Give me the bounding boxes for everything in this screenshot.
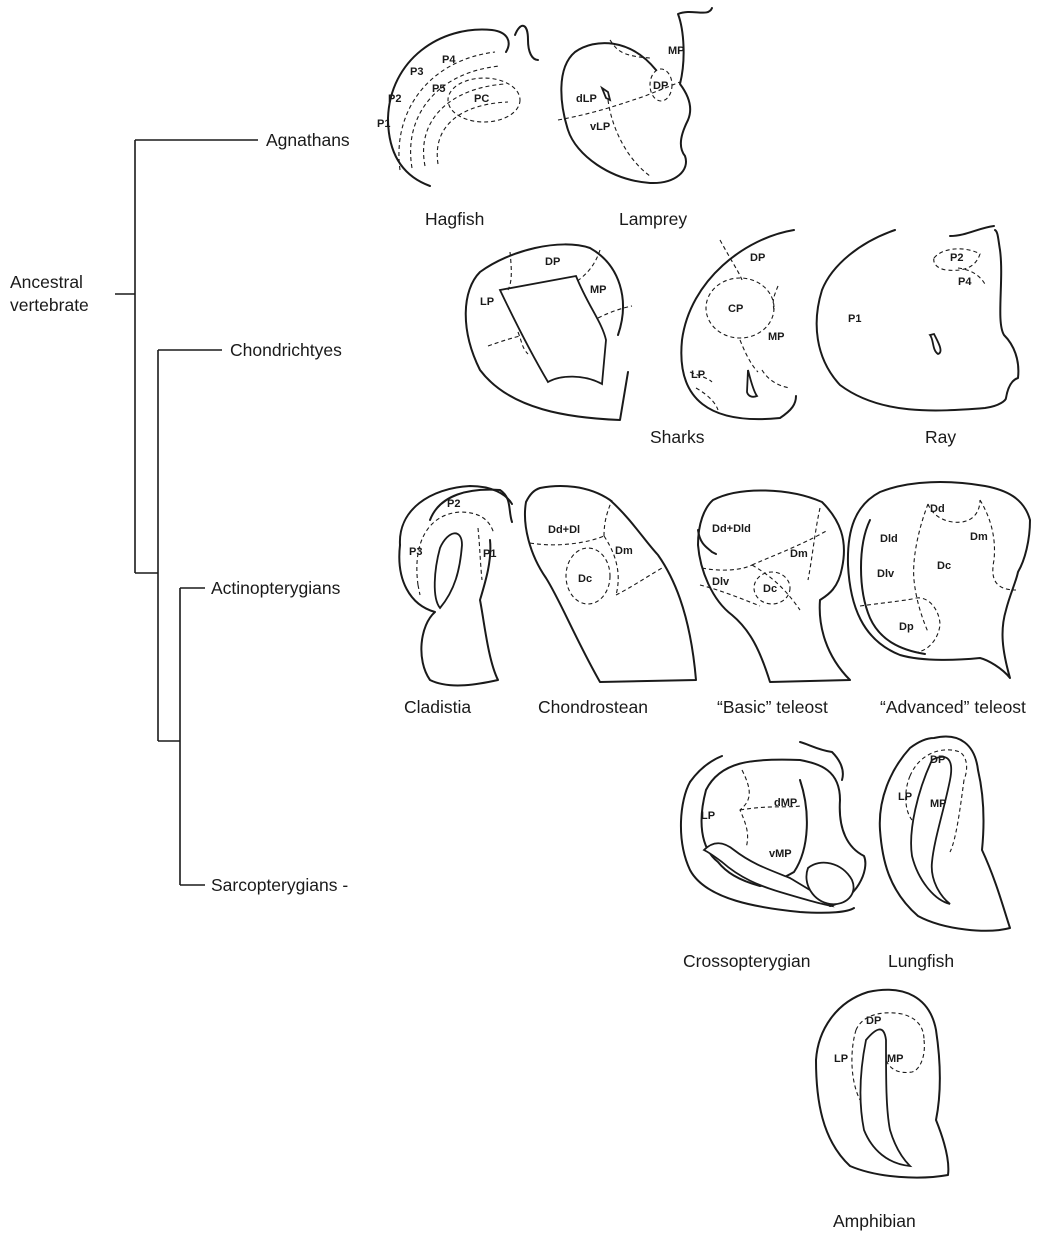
chondrostean-label-dm: Dm: [615, 545, 633, 557]
basic-teleost-label-dm: Dm: [790, 548, 808, 560]
shark1-label-mp: MP: [590, 284, 607, 296]
shark1-label-lp: LP: [480, 296, 494, 308]
basic-teleost-section: Dd+Dld Dm Dlv Dc “Basic” teleost: [698, 490, 850, 717]
caption-crossopterygian: Crossopterygian: [683, 951, 810, 971]
cladistia-section: P2 P3 P1 Cladistia: [399, 486, 512, 717]
cladistia-label-p3: P3: [409, 546, 422, 558]
hagfish-section: P1 P2 P3 P4 P5 PC Hagfish: [377, 26, 538, 229]
root-label-line1: Ancestral: [10, 272, 83, 292]
lungfish-section: DP LP MP Lungfish: [880, 737, 1010, 971]
shark-section-2: DP CP MP LP Sharks: [650, 230, 796, 447]
shark1-label-dp: DP: [545, 256, 560, 268]
crossopterygian-label-dmp: dMP: [774, 797, 797, 809]
root-label-line2: vertebrate: [10, 295, 89, 315]
amphibian-label-mp: MP: [887, 1053, 904, 1065]
shark-section-1: DP LP MP: [466, 244, 632, 420]
clade-label-agnathans: Agnathans: [266, 130, 350, 150]
lamprey-label-mp: MP: [668, 45, 685, 57]
cladistia-label-p2: P2: [447, 498, 460, 510]
ray-label-p4: P4: [958, 276, 972, 288]
advanced-teleost-label-dlv: Dlv: [877, 568, 895, 580]
hagfish-label-p3: P3: [410, 66, 423, 78]
crossopterygian-section: LP dMP vMP Crossopterygian: [681, 742, 865, 971]
caption-lamprey: Lamprey: [619, 209, 687, 229]
lamprey-section: dLP vLP DP MP Lamprey: [558, 8, 712, 229]
hagfish-label-p1: P1: [377, 118, 390, 130]
clade-label-actinopterygians: Actinopterygians: [211, 578, 341, 598]
lamprey-label-vlp: vLP: [590, 121, 610, 133]
caption-chondrostean: Chondrostean: [538, 697, 648, 717]
caption-hagfish: Hagfish: [425, 209, 484, 229]
caption-lungfish: Lungfish: [888, 951, 954, 971]
lungfish-label-dp: DP: [930, 754, 945, 766]
cladistia-label-p1: P1: [483, 548, 496, 560]
chondrostean-label-dc: Dc: [578, 573, 592, 585]
advanced-teleost-label-dp: Dp: [899, 621, 914, 633]
lungfish-label-mp: MP: [930, 798, 947, 810]
advanced-teleost-label-dd: Dd: [930, 503, 945, 515]
hagfish-label-p5: P5: [432, 83, 445, 95]
chondrostean-label-dddl: Dd+Dl: [548, 524, 580, 536]
shark2-label-cp: CP: [728, 303, 743, 315]
chondrostean-section: Dd+Dl Dm Dc Chondrostean: [525, 486, 696, 717]
crossopterygian-label-vmp: vMP: [769, 848, 792, 860]
caption-amphibian: Amphibian: [833, 1211, 916, 1231]
hagfish-label-p4: P4: [442, 54, 456, 66]
caption-sharks: Sharks: [650, 427, 705, 447]
basic-teleost-label-dc: Dc: [763, 583, 777, 595]
basic-teleost-label-dddld: Dd+Dld: [712, 523, 751, 535]
phylogenetic-tree: [115, 140, 258, 885]
amphibian-label-dp: DP: [866, 1015, 881, 1027]
clade-label-sarcopterygians: Sarcopterygians -: [211, 875, 348, 895]
basic-teleost-label-dlv: Dlv: [712, 576, 730, 588]
hagfish-label-p2: P2: [388, 93, 401, 105]
advanced-teleost-label-dm: Dm: [970, 531, 988, 543]
shark2-label-lp: LP: [691, 369, 705, 381]
hagfish-label-pc: PC: [474, 93, 489, 105]
crossopterygian-label-lp: LP: [701, 810, 715, 822]
ray-section: P2 P4 P1 Ray: [817, 226, 1019, 447]
advanced-teleost-section: Dd Dld Dm Dlv Dc Dp “Advanced” teleost: [848, 482, 1030, 717]
ray-label-p1: P1: [848, 313, 861, 325]
caption-advanced-teleost: “Advanced” teleost: [880, 697, 1026, 717]
amphibian-section: DP LP MP Amphibian: [816, 990, 948, 1231]
advanced-teleost-label-dc: Dc: [937, 560, 951, 572]
lamprey-label-dp: DP: [653, 80, 668, 92]
lamprey-label-dlp: dLP: [576, 93, 597, 105]
shark2-label-mp: MP: [768, 331, 785, 343]
caption-basic-teleost: “Basic” teleost: [717, 697, 828, 717]
ray-label-p2: P2: [950, 252, 963, 264]
caption-cladistia: Cladistia: [404, 697, 471, 717]
shark2-label-dp: DP: [750, 252, 765, 264]
amphibian-label-lp: LP: [834, 1053, 848, 1065]
clade-label-chondrichthyes: Chondrichtyes: [230, 340, 342, 360]
advanced-teleost-label-dld: Dld: [880, 533, 898, 545]
lungfish-label-lp: LP: [898, 791, 912, 803]
caption-ray: Ray: [925, 427, 956, 447]
